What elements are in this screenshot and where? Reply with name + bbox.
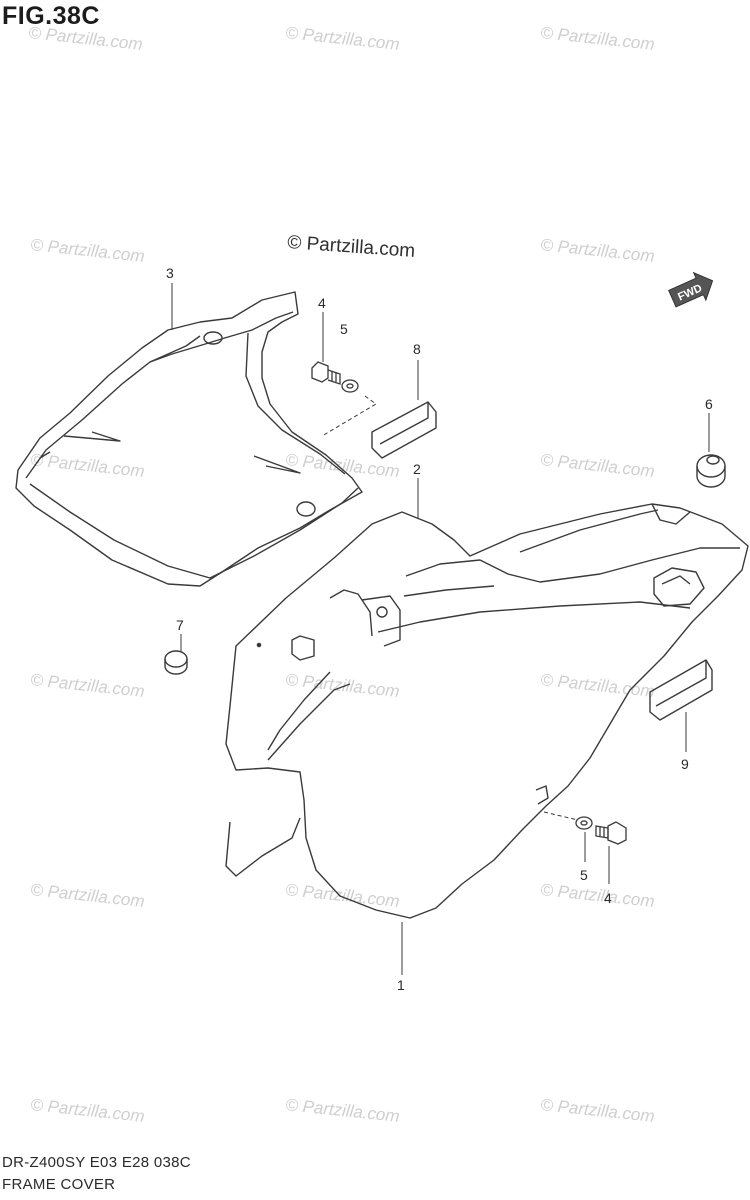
watermark: © Partzilla.com xyxy=(285,880,401,911)
part-4-5-bottom-bolt-washer xyxy=(575,816,627,845)
watermark: © Partzilla.com xyxy=(540,235,656,266)
watermark: © Partzilla.com xyxy=(285,1095,401,1126)
callout-part-7: 7 xyxy=(176,617,184,633)
watermark: © Partzilla.com xyxy=(540,670,656,701)
watermark: © Partzilla.com xyxy=(540,1095,656,1126)
part-8-label-plate xyxy=(371,401,437,459)
assembly-name: FRAME COVER xyxy=(2,1176,116,1193)
watermark: © Partzilla.com xyxy=(540,880,656,911)
callout-part-5-top: 5 xyxy=(340,321,348,337)
part-3-frame-cover-upper xyxy=(15,291,363,587)
figure-title: FIG.38C xyxy=(2,2,100,30)
watermark: © Partzilla.com xyxy=(285,670,401,701)
watermark: © Partzilla.com xyxy=(30,1095,146,1126)
watermark: © Partzilla.com xyxy=(285,450,401,481)
watermark: © Partzilla.com xyxy=(30,450,146,481)
callout-part-6: 6 xyxy=(705,396,713,412)
watermark: © Partzilla.com xyxy=(540,23,656,54)
watermark: © Partzilla.com xyxy=(30,670,146,701)
part-4-5-top-bolt-washer xyxy=(311,361,359,393)
watermark: © Partzilla.com xyxy=(285,23,401,54)
watermark: © Partzilla.com xyxy=(540,450,656,481)
leader-lines xyxy=(171,283,710,975)
part-9-label-plate xyxy=(649,659,713,721)
callout-part-5-bottom: 5 xyxy=(580,867,588,883)
part-2-frame-cover-lower xyxy=(225,503,749,919)
model-code: DR-Z400SY E03 E28 038C xyxy=(2,1154,191,1171)
part-6-grommet xyxy=(696,454,726,488)
forward-arrow-icon xyxy=(668,271,714,308)
watermark: © Partzilla.com xyxy=(30,880,146,911)
callout-part-4-bottom: 4 xyxy=(604,890,612,906)
watermark: © Partzilla.com xyxy=(28,23,144,54)
callout-part-4-top: 4 xyxy=(318,295,326,311)
forward-direction-badge: FWD xyxy=(668,271,714,308)
callout-part-3: 3 xyxy=(166,265,174,281)
callout-part-2: 2 xyxy=(413,461,421,477)
callout-labels: 3 4 5 8 2 6 7 9 5 4 1 xyxy=(166,265,713,993)
callout-part-8: 8 xyxy=(413,341,421,357)
main-watermark: © Partzilla.com xyxy=(287,232,416,262)
callout-part-1: 1 xyxy=(397,977,405,993)
watermark-layer: © Partzilla.com © Partzilla.com © Partzi… xyxy=(28,23,656,1126)
watermark: © Partzilla.com xyxy=(30,235,146,266)
part-7-grommet xyxy=(164,650,188,675)
callout-part-9: 9 xyxy=(681,756,689,772)
